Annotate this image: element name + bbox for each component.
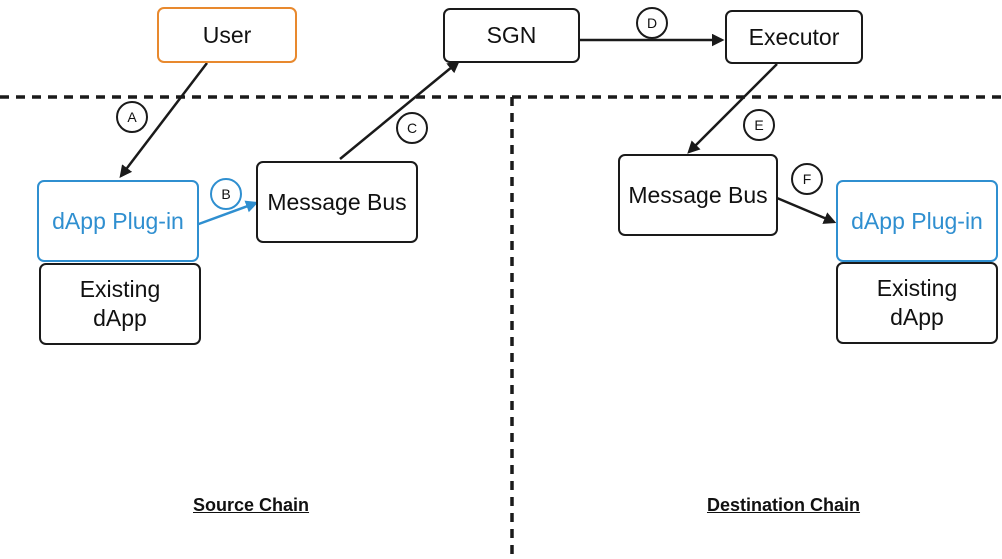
destination-chain-label: Destination Chain — [707, 495, 861, 515]
destination-dapp-label: Existing dApp — [876, 275, 958, 330]
source-plugin-node: dApp Plug-in — [37, 180, 199, 262]
destination-dapp-node: Existing dApp — [836, 262, 998, 344]
arrow-bus-to-sgn — [339, 60, 460, 160]
sgn-label: SGN — [486, 22, 537, 49]
sgn-node: SGN — [443, 8, 580, 63]
step-f-marker: F — [791, 163, 823, 195]
arrow-bus-to-plugin — [776, 196, 837, 224]
executor-label: Executor — [748, 23, 840, 50]
step-e-marker: E — [743, 109, 775, 141]
source-dapp-label: Existing dApp — [79, 276, 161, 331]
step-d-marker: D — [636, 7, 668, 39]
source-plugin-label: dApp Plug-in — [52, 207, 184, 234]
source-message-bus-label: Message Bus — [267, 188, 407, 215]
destination-plugin-node: dApp Plug-in — [836, 180, 998, 262]
arrow-user-to-plugin — [119, 62, 208, 178]
arrow-executor-to-bus — [687, 63, 778, 154]
source-chain-label: Source Chain — [193, 495, 310, 515]
source-message-bus-node: Message Bus — [256, 161, 418, 243]
destination-plugin-label: dApp Plug-in — [851, 207, 983, 234]
executor-node: Executor — [725, 10, 863, 64]
step-a-marker: A — [116, 101, 148, 133]
step-b-marker: B — [210, 178, 242, 210]
arrow-plugin-to-bus — [195, 200, 259, 227]
destination-message-bus-node: Message Bus — [618, 154, 778, 236]
step-c-marker: C — [396, 112, 428, 144]
destination-message-bus-label: Message Bus — [628, 181, 768, 208]
source-dapp-node: Existing dApp — [39, 263, 201, 345]
user-node: User — [157, 7, 297, 63]
user-label: User — [202, 21, 252, 48]
